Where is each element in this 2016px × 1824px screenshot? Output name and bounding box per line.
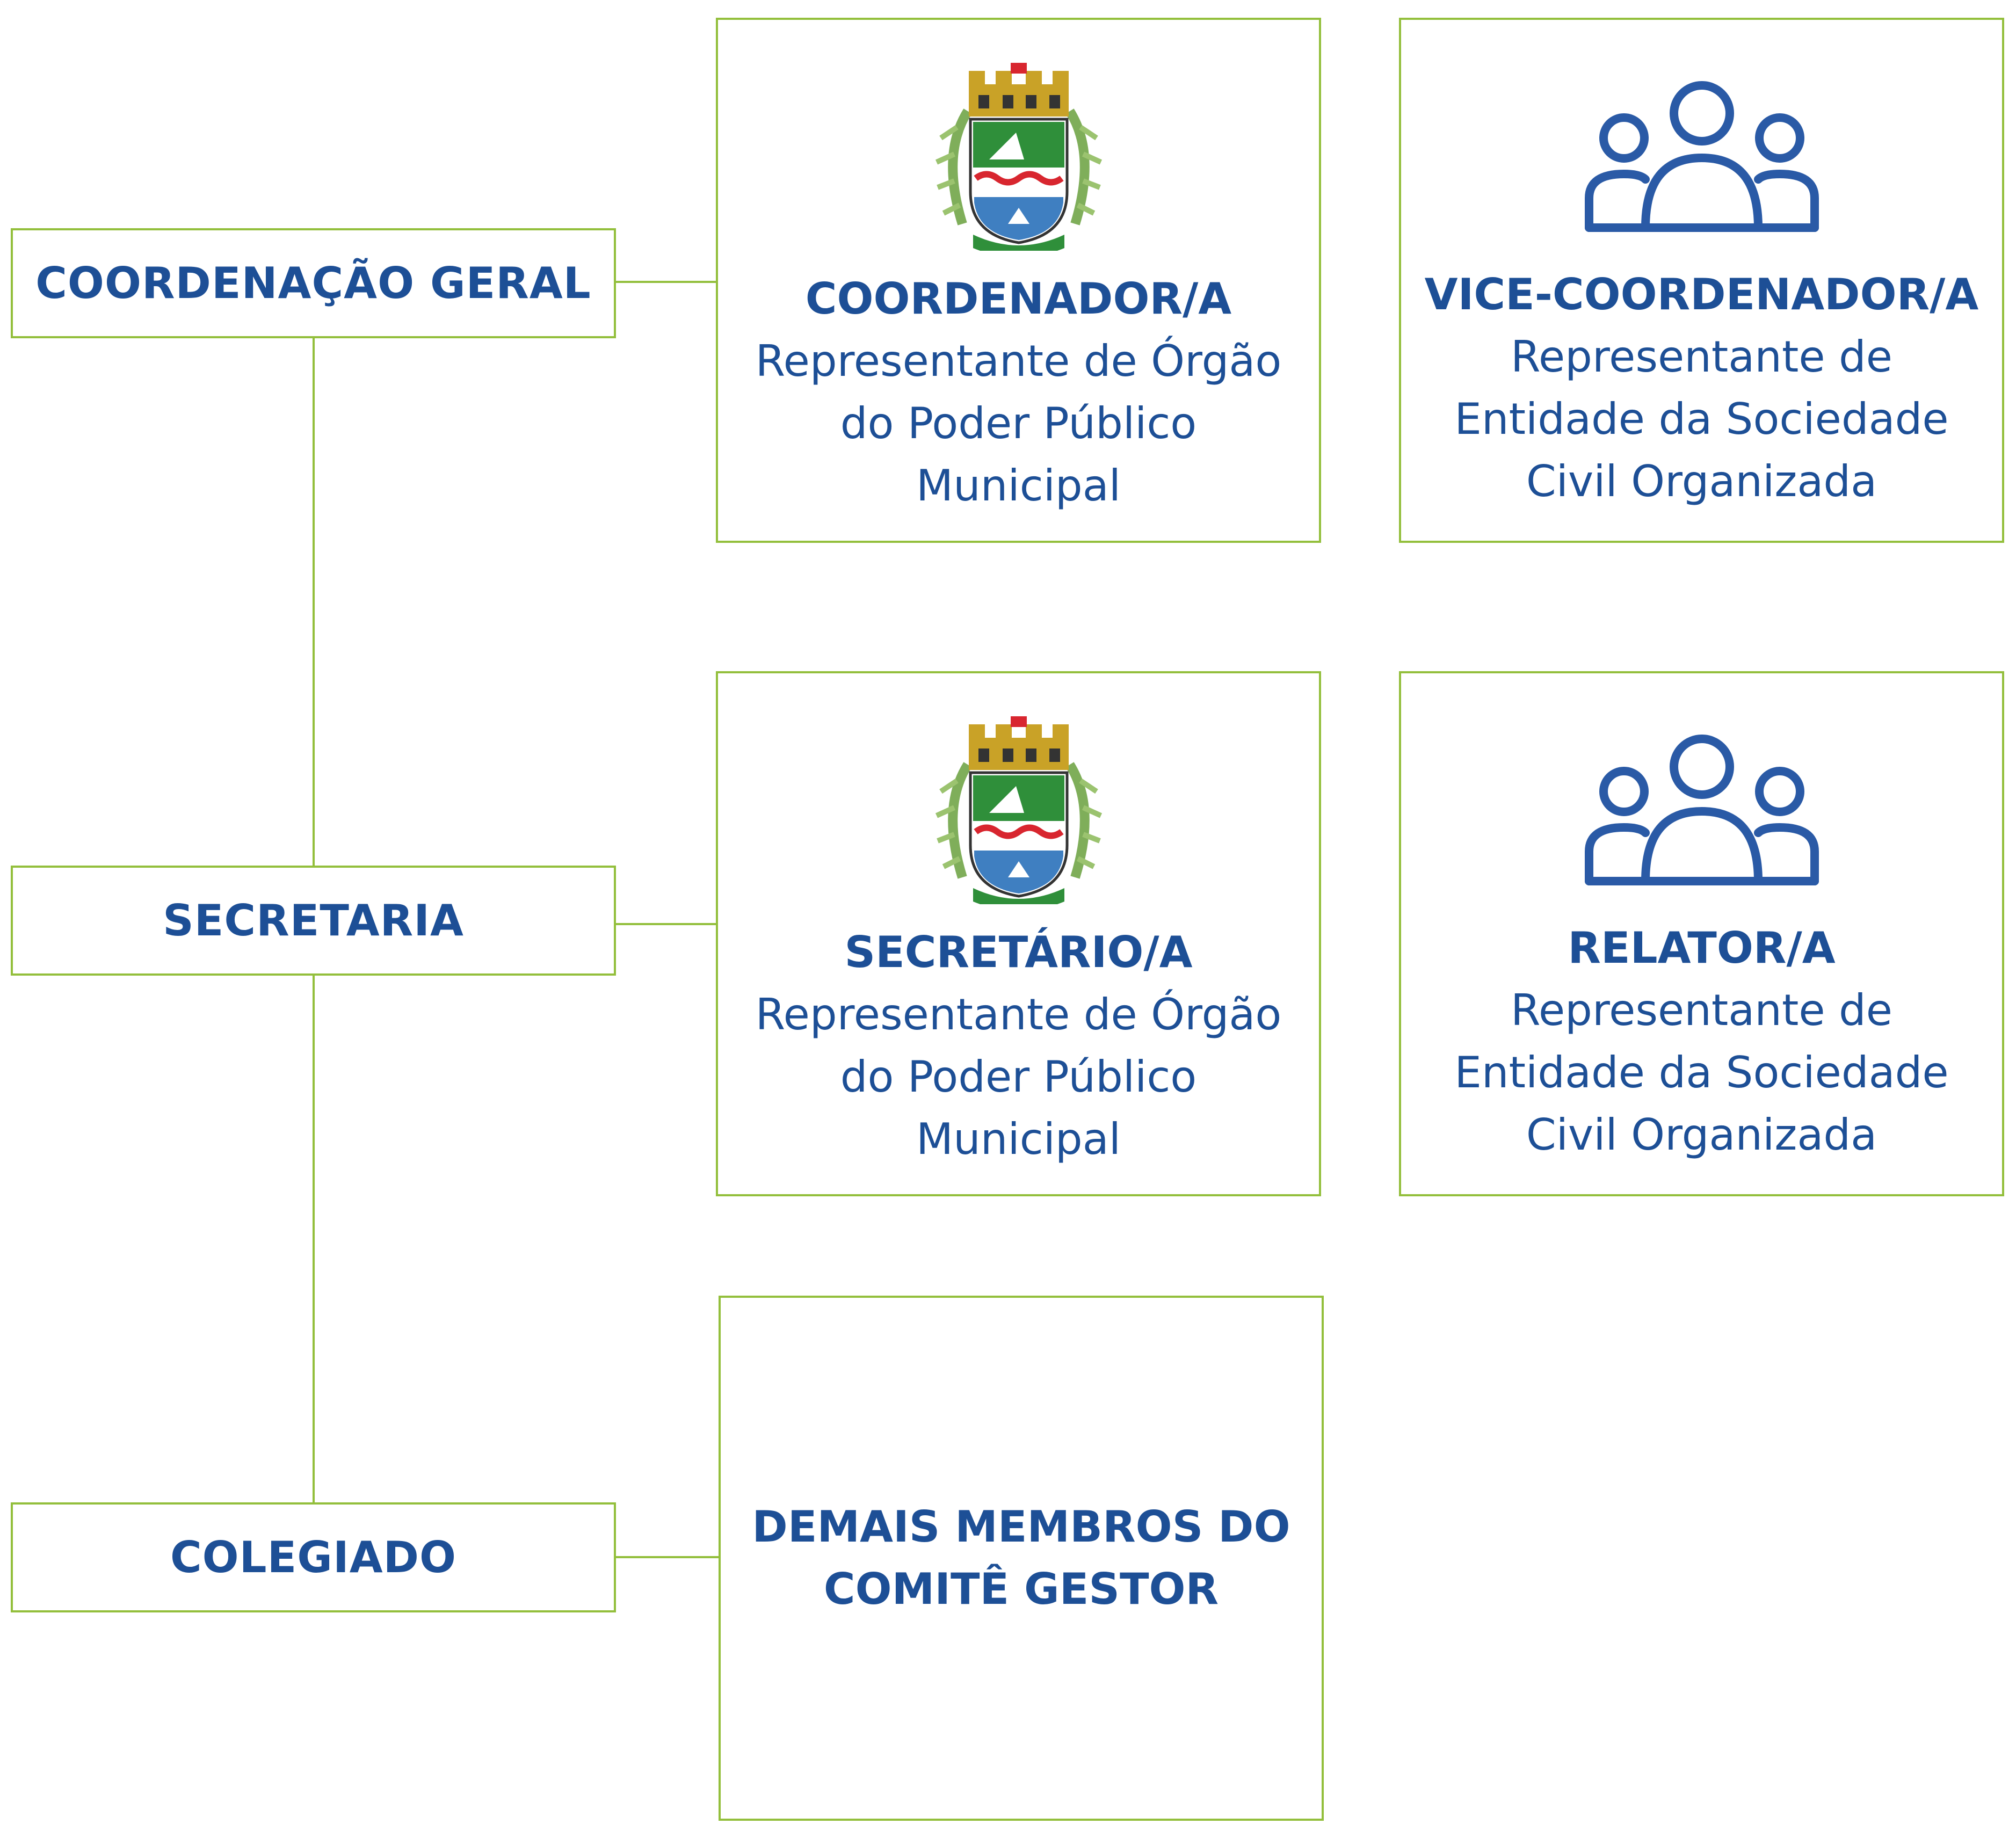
- card-demais-membros: DEMAIS MEMBROS DO COMITÊ GESTOR: [719, 1296, 1324, 1821]
- level-label: COLEGIADO: [170, 1532, 457, 1582]
- card-desc-line: Civil Organizada: [1526, 1110, 1877, 1160]
- card-desc-line: do Poder Público: [840, 1052, 1197, 1102]
- card-secretario: SECRETÁRIO/A Representante de Órgão do P…: [716, 671, 1321, 1196]
- card-desc-line: Civil Organizada: [1526, 456, 1877, 506]
- connector-colegiado: [615, 1556, 720, 1558]
- card-label-line: DEMAIS MEMBROS DO: [752, 1502, 1290, 1552]
- card-role: SECRETÁRIO/A: [844, 927, 1193, 977]
- card-label-line: COMITÊ GESTOR: [823, 1564, 1219, 1614]
- card-desc-line: Entidade da Sociedade: [1454, 1048, 1949, 1098]
- people-group-icon: [1584, 735, 1819, 885]
- level-label: COORDENAÇÃO GERAL: [35, 258, 591, 308]
- card-relator: RELATOR/A Representante de Entidade da S…: [1399, 671, 2004, 1196]
- level-label: SECRETARIA: [163, 896, 464, 946]
- vertical-connector-bottom: [313, 975, 315, 1503]
- card-desc-line: Municipal: [916, 461, 1121, 511]
- card-desc-line: Municipal: [916, 1114, 1121, 1164]
- card-role: RELATOR/A: [1568, 923, 1836, 973]
- coat-of-arms-icon: [935, 716, 1102, 904]
- card-desc-line: Representante de Órgão: [755, 990, 1282, 1040]
- card-desc-line: do Poder Público: [840, 398, 1197, 448]
- card-role: COORDENADOR/A: [805, 274, 1232, 324]
- level-coordenacao-geral: COORDENAÇÃO GERAL: [11, 228, 616, 338]
- card-role: VICE-COORDENADOR/A: [1424, 270, 1979, 319]
- level-secretaria: SECRETARIA: [11, 866, 616, 976]
- level-colegiado: COLEGIADO: [11, 1502, 616, 1612]
- card-vice-coordenador: VICE-COORDENADOR/A Representante de Enti…: [1399, 18, 2004, 543]
- card-desc-line: Representante de: [1510, 985, 1893, 1035]
- card-coordenador: COORDENADOR/A Representante de Órgão do …: [716, 18, 1321, 543]
- vertical-connector-top: [313, 338, 315, 866]
- connector-coordenacao: [615, 281, 717, 283]
- card-desc-line: Representante de: [1510, 332, 1893, 382]
- card-desc-line: Representante de Órgão: [755, 336, 1282, 386]
- people-group-icon: [1584, 81, 1819, 232]
- card-desc-line: Entidade da Sociedade: [1454, 394, 1949, 444]
- coat-of-arms-icon: [935, 63, 1102, 251]
- connector-secretaria: [615, 923, 717, 925]
